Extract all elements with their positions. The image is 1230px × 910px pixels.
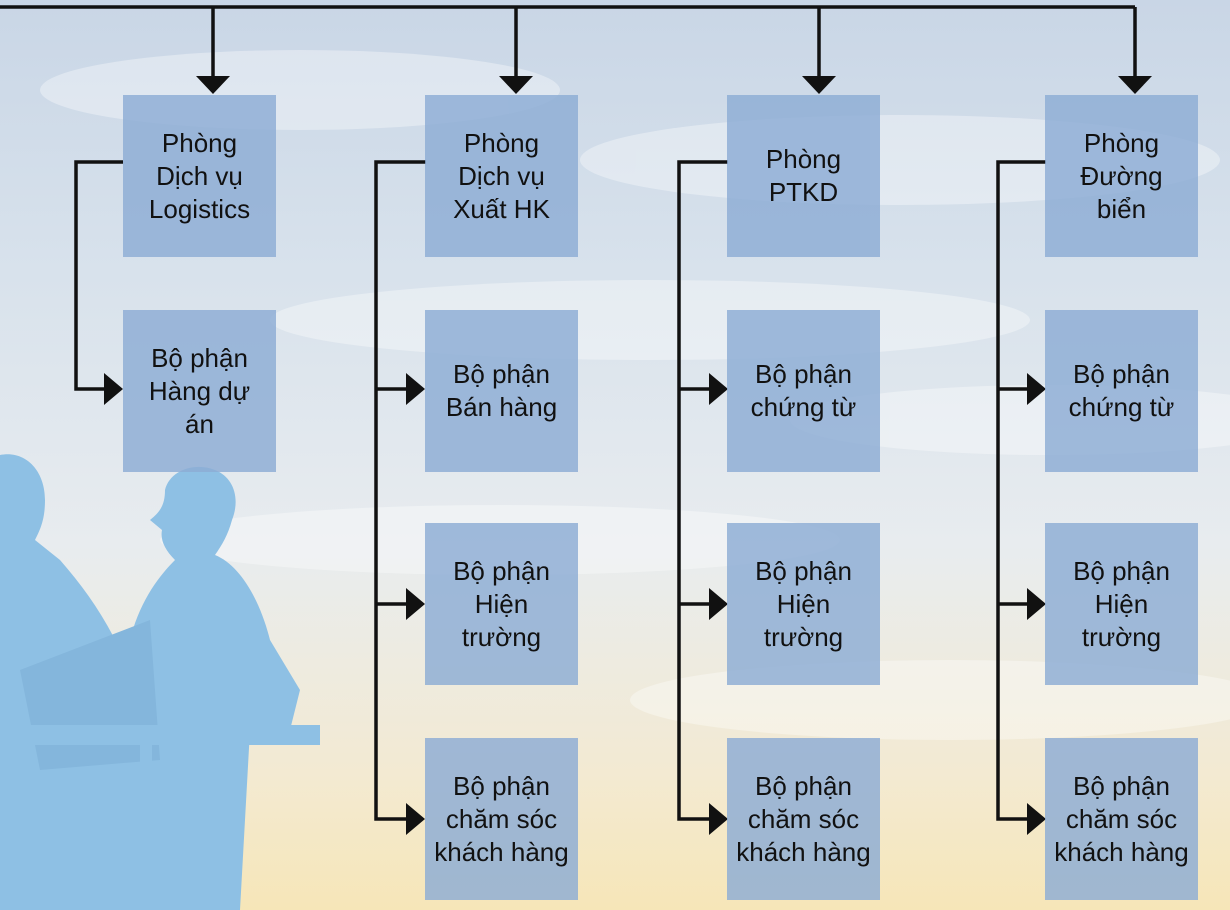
department-box-air-export: Phòng Dịch vụ Xuất HK (425, 95, 578, 257)
unit-box-documents: Bộ phận chứng từ (1045, 310, 1198, 472)
department-box-logistics: Phòng Dịch vụ Logistics (123, 95, 276, 257)
unit-box-sales: Bộ phận Bán hàng (425, 310, 578, 472)
unit-box-field: Bộ phận Hiện trường (727, 523, 880, 685)
unit-box-customer-care: Bộ phận chăm sóc khách hàng (425, 738, 578, 900)
department-box-sea: Phòng Đường biển (1045, 95, 1198, 257)
department-box-ptkd: Phòng PTKD (727, 95, 880, 257)
unit-box-customer-care: Bộ phận chăm sóc khách hàng (727, 738, 880, 900)
people-silhouette (0, 454, 320, 910)
unit-box-field: Bộ phận Hiện trường (1045, 523, 1198, 685)
unit-box-field: Bộ phận Hiện trường (425, 523, 578, 685)
unit-box-customer-care: Bộ phận chăm sóc khách hàng (1045, 738, 1198, 900)
unit-box-documents: Bộ phận chứng từ (727, 310, 880, 472)
unit-box-project-cargo: Bộ phận Hàng dự án (123, 310, 276, 472)
